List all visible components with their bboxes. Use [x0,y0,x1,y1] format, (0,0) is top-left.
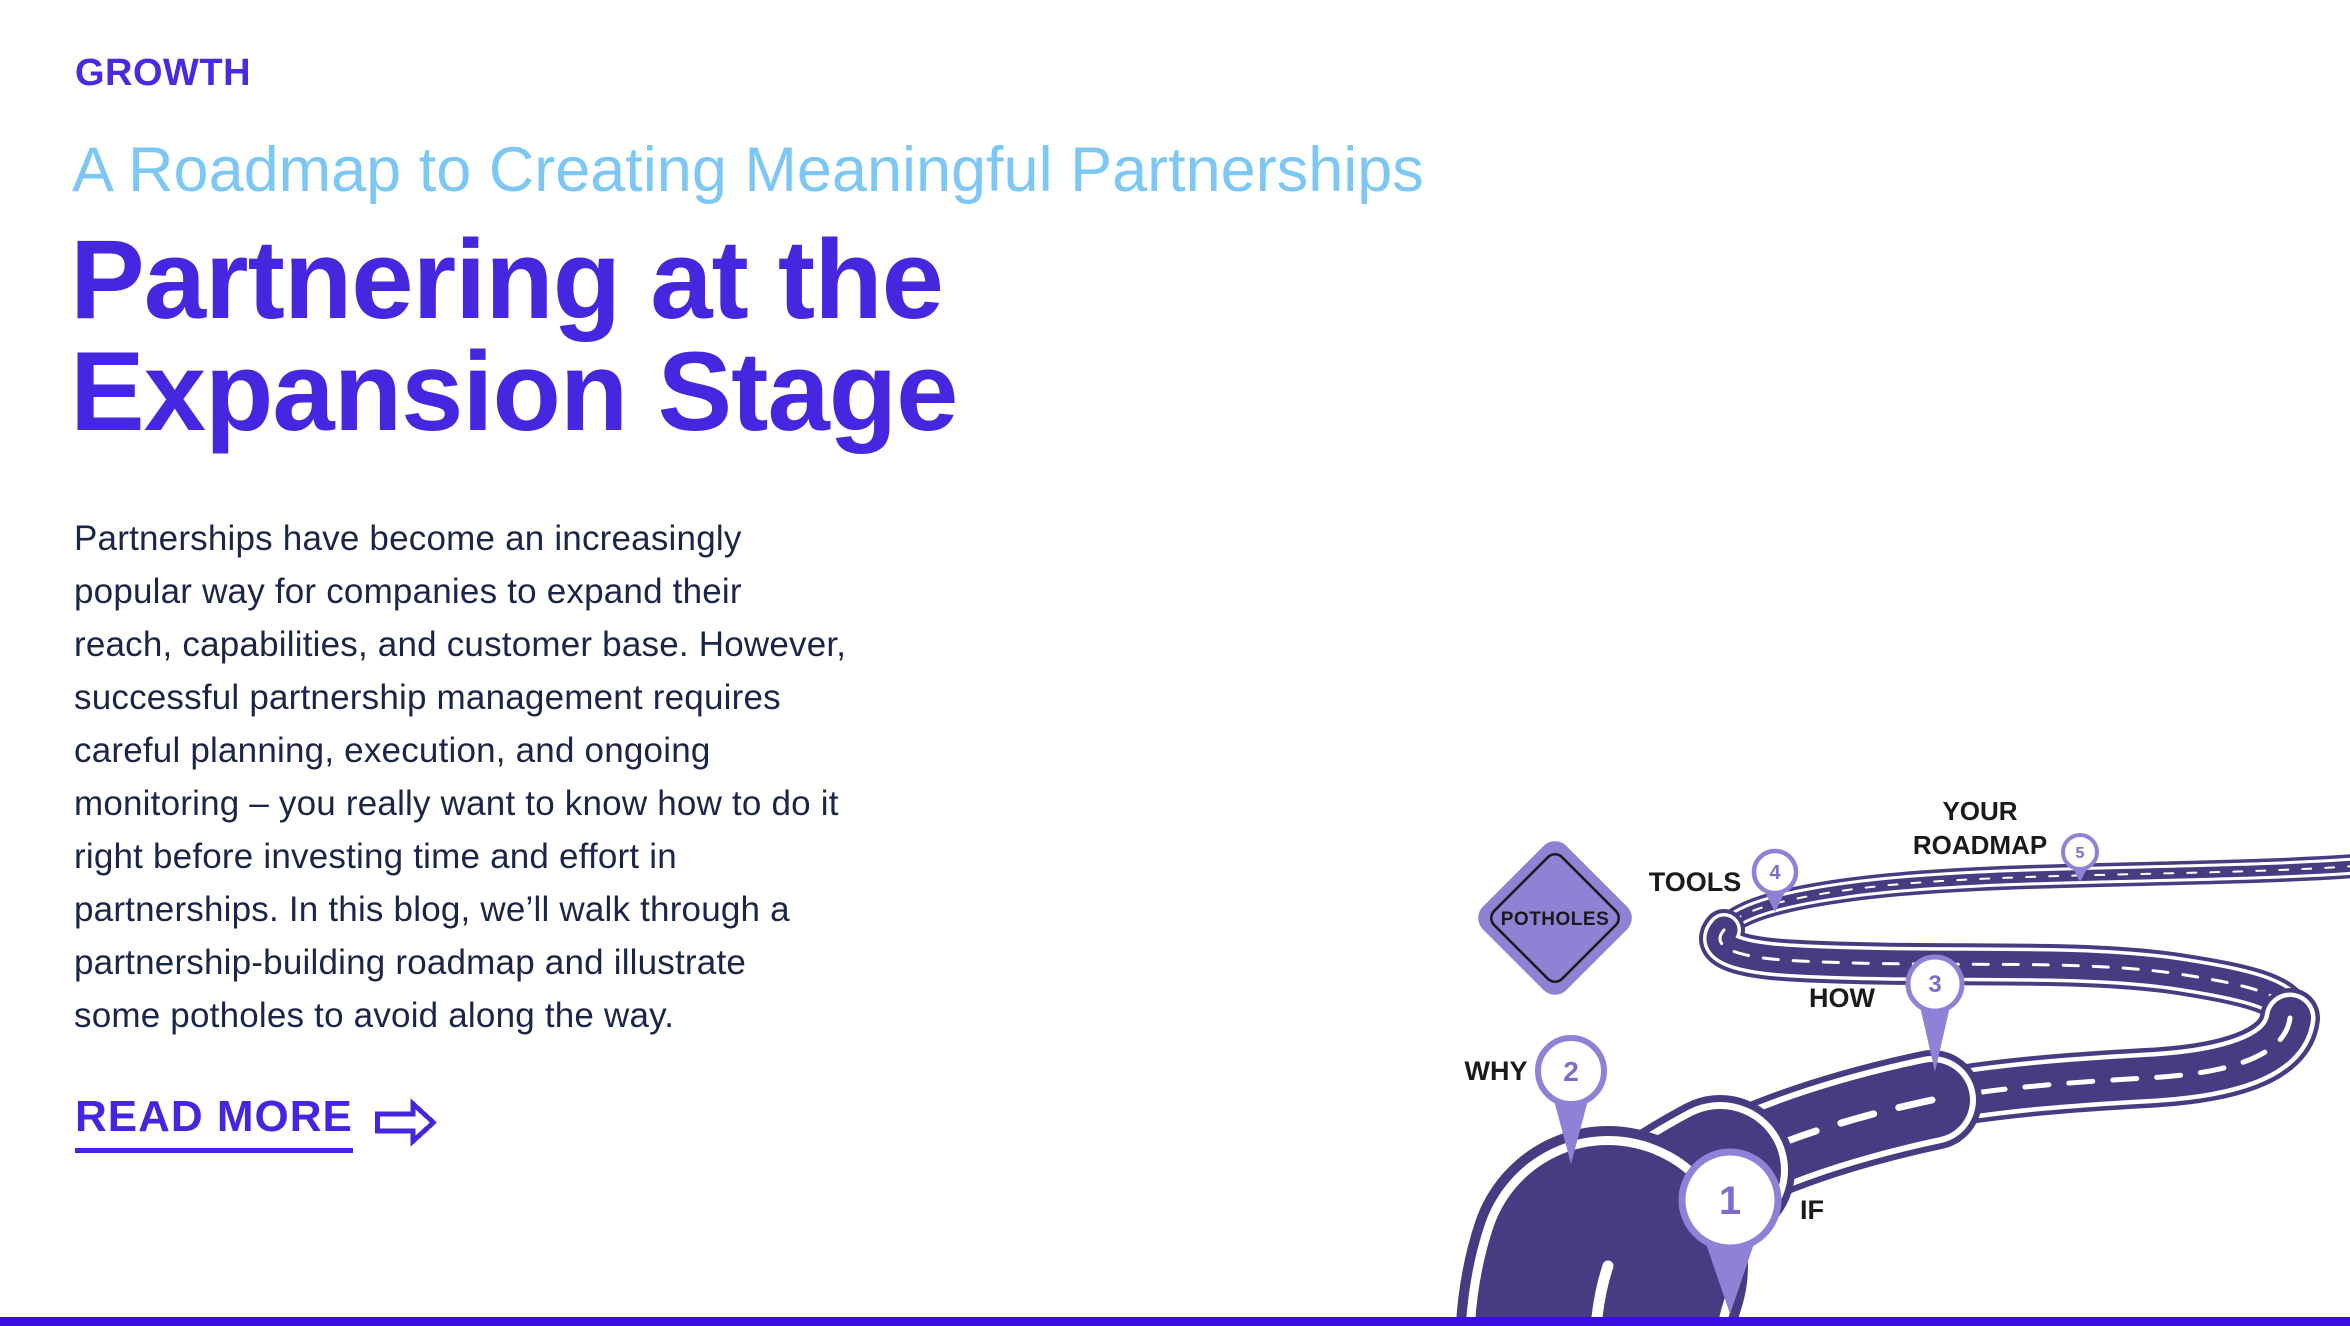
article-excerpt: Partnerships have become an increasingly… [74,512,1084,1042]
read-more-link[interactable]: READ MORE [75,1092,437,1153]
label-your-roadmap-line1: YOUR [1942,796,2017,826]
category-label: GROWTH [75,52,252,94]
pin-5-number: 5 [2076,845,2085,862]
label-if: IF [1800,1195,1824,1225]
arrow-right-icon [374,1098,437,1147]
map-pin-4: 4 [1751,848,1799,912]
excerpt-line: right before investing time and effort i… [74,837,677,876]
excerpt-line: Partnerships have become an increasingly [74,519,742,558]
map-pin-2: 2 [1535,1035,1607,1164]
pin-2-number: 2 [1563,1056,1579,1087]
map-pin-1: 1 [1678,1148,1782,1314]
excerpt-line: reach, capabilities, and customer base. … [74,625,847,664]
excerpt-line: careful planning, execution, and ongoing [74,731,711,770]
article-subtitle: A Roadmap to Creating Meaningful Partner… [72,135,1424,205]
map-pin-5: 5 [2061,833,2099,882]
label-your-roadmap-line2: ROADMAP [1913,830,2047,860]
excerpt-line: successful partnership management requir… [74,678,781,717]
read-more-label: READ MORE [75,1092,353,1153]
excerpt-line: monitoring – you really want to know how… [74,784,839,823]
road [1455,854,2350,1326]
roadmap-illustration: POTHOLES TOOLS YOUR ROADMAP HOW WHY IF 5… [1455,796,2350,1326]
map-pin-3: 3 [1905,954,1965,1072]
potholes-sign: POTHOLES [1478,841,1632,995]
excerpt-line: partnerships. In this blog, we’ll walk t… [74,890,790,929]
article-title: Partnering at the Expansion Stage [70,217,958,454]
pin-3-number: 3 [1928,971,1941,998]
label-tools: TOOLS [1649,867,1742,897]
excerpt-line: popular way for companies to expand thei… [74,572,742,611]
potholes-sign-label: POTHOLES [1501,909,1610,930]
bottom-accent-bar [0,1317,2350,1326]
article-title-line1: Partnering at the [70,217,944,342]
pin-1-number: 1 [1719,1179,1741,1223]
article-title-line2: Expansion Stage [70,329,958,454]
excerpt-line: some potholes to avoid along the way. [74,996,675,1035]
pin-4-number: 4 [1769,862,1781,884]
label-how: HOW [1809,983,1876,1013]
excerpt-line: partnership-building roadmap and illustr… [74,943,747,982]
label-why: WHY [1465,1056,1528,1086]
